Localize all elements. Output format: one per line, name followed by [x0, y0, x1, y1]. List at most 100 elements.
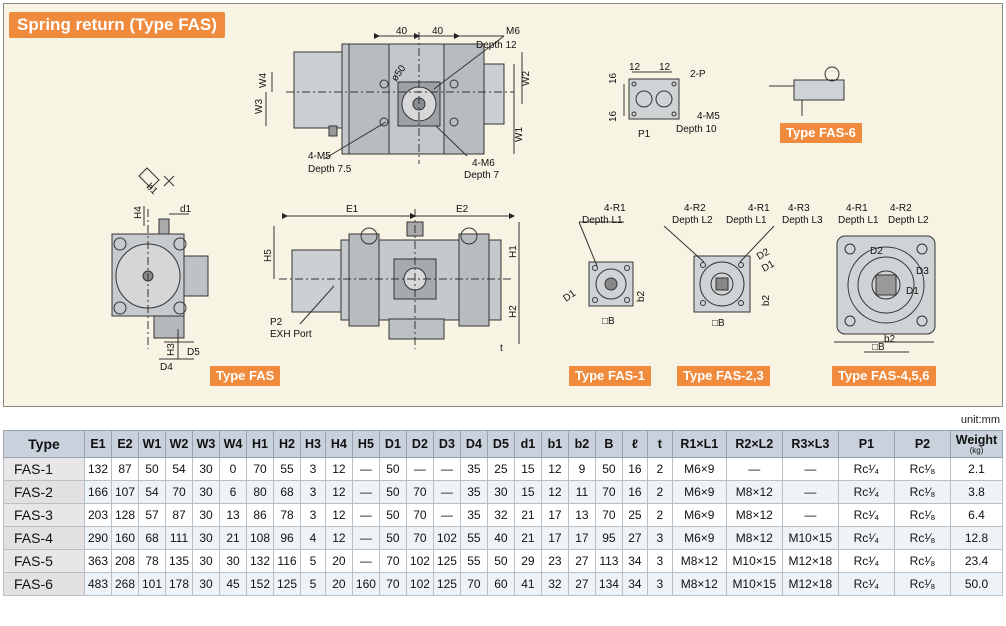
header-cell: W3 — [192, 430, 220, 458]
table-cell: 23.4 — [950, 549, 1003, 573]
table-cell: 12 — [324, 503, 353, 527]
table-cell: 68 — [273, 480, 301, 504]
fas456-l2: Depth L2 — [888, 215, 929, 226]
dim-40a: 40 — [396, 26, 408, 37]
header-cell: H2 — [273, 430, 301, 458]
port-4m5: 4-M5 — [697, 111, 720, 122]
table-cell: M6×9 — [671, 526, 727, 550]
fas456-flange — [836, 235, 936, 335]
table-cell: — — [405, 457, 434, 481]
table-cell: 30 — [192, 457, 220, 481]
table-cell: 160 — [111, 526, 139, 550]
table-cell: 34 — [621, 549, 648, 573]
table-cell: 3 — [300, 457, 326, 481]
table-cell: 70 — [405, 503, 434, 527]
label-t: t — [500, 343, 503, 354]
table-cell: — — [351, 480, 380, 504]
table-cell: 17 — [567, 526, 596, 550]
header-cell: R1×L1 — [671, 430, 727, 458]
table-cell: 70 — [378, 572, 407, 596]
fas1-b: □B — [602, 316, 615, 327]
table-cell: M6×9 — [671, 480, 727, 504]
label-h5: H5 — [263, 249, 274, 262]
label-h1: H1 — [508, 245, 519, 258]
table-cell: 2 — [646, 457, 673, 481]
table-cell: Rc¹⁄₈ — [893, 480, 952, 504]
fas456-b: □B — [872, 342, 885, 353]
table-cell: 30 — [486, 480, 515, 504]
table-cell: 50 — [378, 480, 407, 504]
table-cell: — — [351, 549, 380, 573]
table-cell: 54 — [165, 457, 193, 481]
header-cell: E2 — [111, 430, 139, 458]
fas23-l1: Depth L1 — [726, 215, 767, 226]
table-cell: 21 — [219, 526, 247, 550]
table-cell: 70 — [405, 480, 434, 504]
label-h4: H4 — [133, 206, 144, 219]
header-cell: D5 — [486, 430, 515, 458]
label-w3: W3 — [254, 99, 265, 114]
table-cell: 17 — [540, 526, 569, 550]
table-cell: 6 — [219, 480, 247, 504]
table-cell: 3.8 — [950, 480, 1003, 504]
table-cell: — — [351, 457, 380, 481]
table-cell: 132 — [84, 457, 112, 481]
table-cell: 113 — [594, 549, 623, 573]
table-cell: M8×12 — [725, 480, 783, 504]
table-cell: Rc¹⁄₄ — [837, 526, 895, 550]
type-cell: FAS-4 — [3, 526, 85, 550]
table-cell: 3 — [646, 572, 673, 596]
table-cell: 54 — [138, 480, 166, 504]
port-2p: 2-P — [690, 69, 706, 80]
table-cell: M8×12 — [671, 572, 727, 596]
fas456-r1: 4-R1 — [846, 203, 868, 214]
table-cell: 3 — [300, 503, 326, 527]
fas23-r1: 4-R1 — [748, 203, 770, 214]
table-cell: 2 — [646, 503, 673, 527]
table-cell: 40 — [486, 526, 515, 550]
header-cell: D3 — [432, 430, 461, 458]
tag-type-fas6: Type FAS-6 — [780, 123, 862, 143]
table-cell: 30 — [192, 503, 220, 527]
table-cell: 70 — [246, 457, 274, 481]
fas1-depth: Depth L1 — [582, 215, 623, 226]
table-cell: 78 — [138, 549, 166, 573]
port-depth10: Depth 10 — [676, 124, 717, 135]
table-cell: 166 — [84, 480, 112, 504]
header-cell: D4 — [459, 430, 488, 458]
header-cell: Type — [3, 430, 85, 458]
table-cell: 50 — [378, 503, 407, 527]
label-m6-depth: Depth 12 — [476, 40, 517, 51]
table-cell: 160 — [351, 572, 380, 596]
label-d1: d1 — [180, 204, 192, 215]
section-title: Spring return (Type FAS) — [9, 12, 225, 38]
table-cell: 16 — [621, 457, 648, 481]
fas456-l1: Depth L1 — [838, 215, 879, 226]
table-cell: — — [781, 457, 839, 481]
table-cell: 203 — [84, 503, 112, 527]
port-12a: 12 — [629, 62, 641, 73]
table-cell: 12 — [324, 526, 353, 550]
front-view — [279, 209, 514, 349]
fas6-detail — [769, 66, 845, 116]
label-w1: W1 — [514, 127, 525, 142]
table-cell: 95 — [594, 526, 623, 550]
label-d5: D5 — [187, 347, 200, 358]
table-cell: 3 — [646, 526, 673, 550]
table-cell: M8×12 — [725, 526, 783, 550]
table-cell: 13 — [219, 503, 247, 527]
header-cell: H3 — [300, 430, 326, 458]
table-cell: 208 — [111, 549, 139, 573]
table-cell: Rc¹⁄₈ — [893, 503, 952, 527]
table-cell: 12 — [324, 457, 353, 481]
table-cell: M12×18 — [781, 572, 839, 596]
table-cell: 41 — [513, 572, 542, 596]
type-cell: FAS-2 — [3, 480, 85, 504]
label-w4: W4 — [258, 73, 269, 88]
table-cell: 4 — [300, 526, 326, 550]
fas23-r2: 4-R2 — [684, 203, 706, 214]
